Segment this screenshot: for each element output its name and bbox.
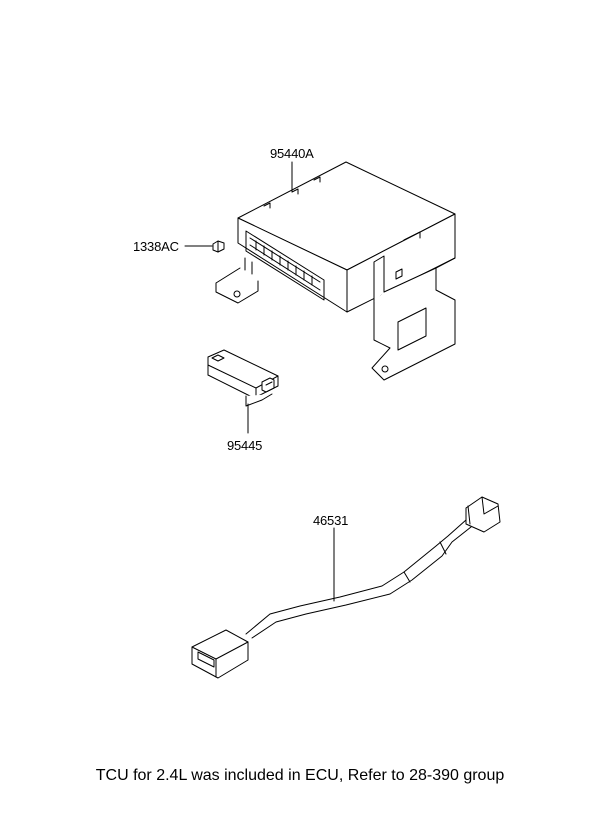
nut[interactable] — [212, 240, 225, 253]
part-label-95440a: 95440A — [270, 146, 314, 161]
footnote-caption: TCU for 2.4L was included in ECU, Refer … — [95, 767, 505, 784]
tcu-module[interactable] — [215, 161, 456, 381]
part-label-1338ac: 1338AC — [133, 239, 179, 254]
wiring-harness[interactable] — [191, 496, 501, 679]
part-label-95445: 95445 — [227, 438, 263, 453]
relay[interactable] — [207, 349, 279, 407]
part-label-46531: 46531 — [313, 513, 349, 528]
